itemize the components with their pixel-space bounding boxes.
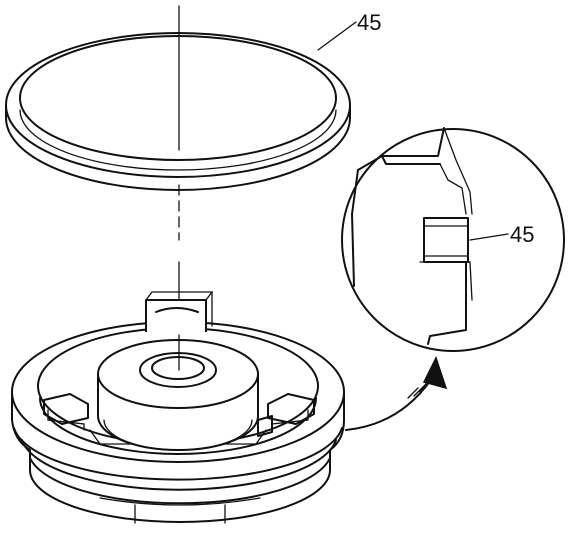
ring-callout: 45	[317, 10, 381, 51]
detail-arrow	[345, 356, 448, 431]
sealing-ring	[5, 32, 351, 191]
ring-callout-label: 45	[357, 10, 381, 35]
housing-key-tab	[145, 291, 214, 332]
detail-magnifier	[341, 127, 565, 352]
detail-callout-label: 45	[510, 222, 534, 247]
central-hub	[97, 334, 259, 451]
detail-callout: 45	[469, 222, 534, 247]
